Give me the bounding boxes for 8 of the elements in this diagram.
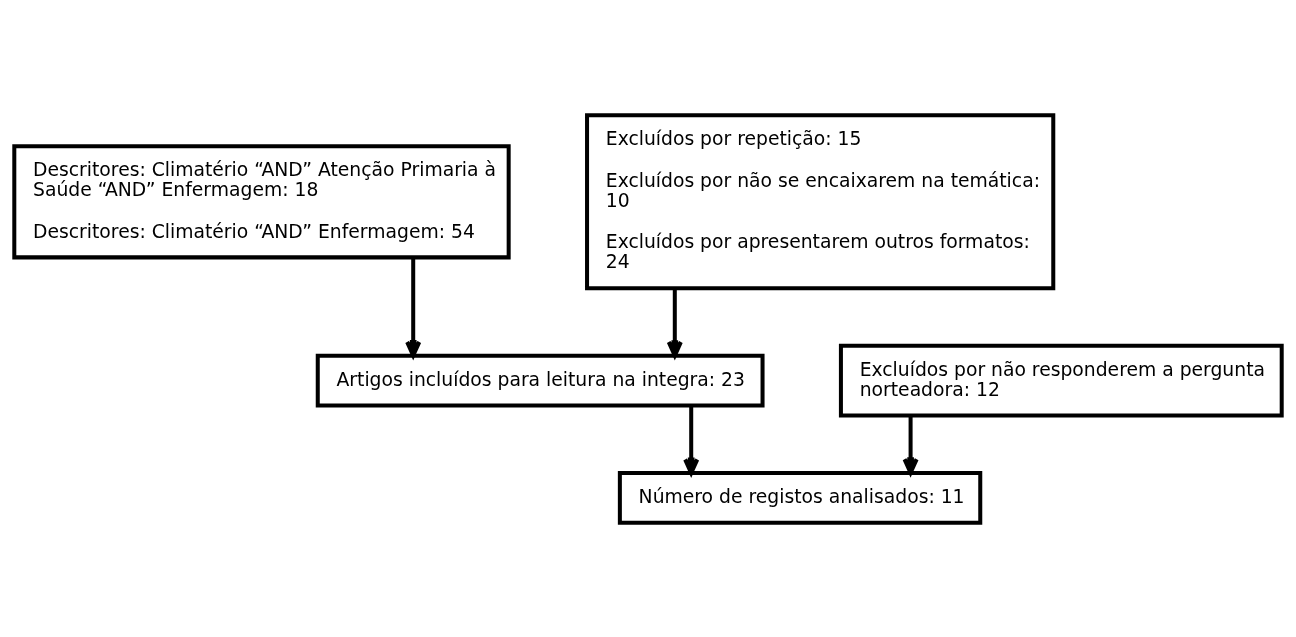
node-box: Excluídos por não responderem a pergunta norteadora: 12 bbox=[838, 343, 1284, 417]
arrow bbox=[683, 405, 700, 475]
node-box: Artigos incluídos para leitura na integra: 23 bbox=[315, 353, 765, 407]
arrow bbox=[666, 288, 683, 358]
arrow bbox=[902, 415, 919, 475]
node-box: Número de registos analisados: 11 bbox=[617, 470, 983, 525]
node-box: Descritores: Climatério “AND” Atenção Primaria à Saúde “AND” Enfermagem: 18 Descritores: Climatério “AND” Enfermagem: 54 bbox=[12, 143, 511, 259]
node-box: Excluídos por repetição: 15 Excluídos por não se encaixarem na temática: 10 Excluídos por apresentarem outros formatos: 24 bbox=[585, 112, 1056, 290]
